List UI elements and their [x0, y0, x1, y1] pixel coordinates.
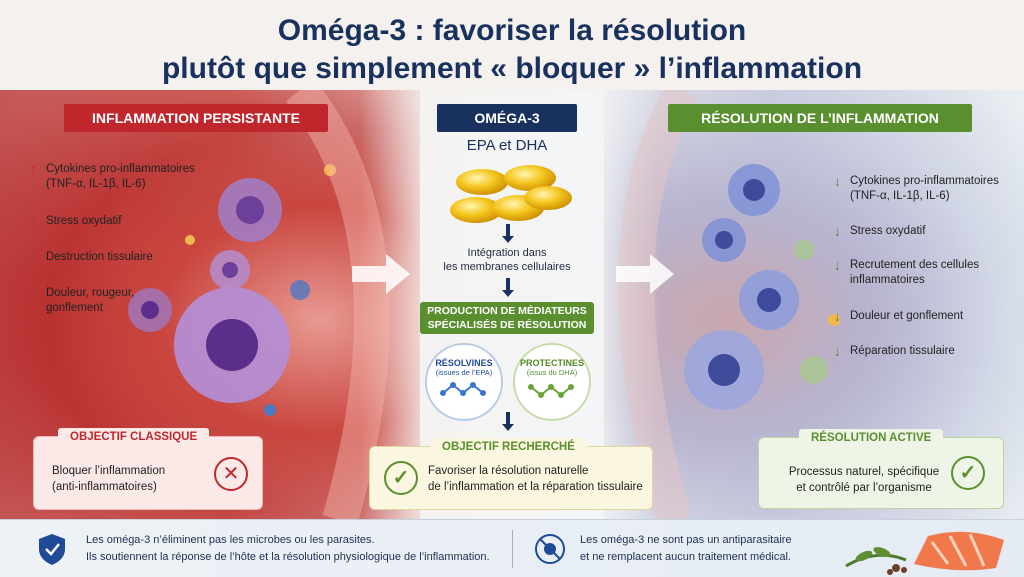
resolution-active-line1: Processus naturel, spécifique — [788, 466, 940, 478]
resolvines-badge: RÉSOLVINES (issues de l’EPA) — [425, 343, 503, 421]
objectif-recherche-tag: OBJECTIF RECHERCHÉ — [430, 438, 587, 456]
molecule-icon — [528, 384, 574, 398]
objectif-classique-text: Bloquer l’inflammation (anti-inflammatoi… — [52, 463, 165, 495]
right-item-3-line2: inflammatoires — [850, 274, 925, 286]
header-resolution: RÉSOLUTION DE L’INFLAMMATION — [668, 104, 972, 132]
protectines-name: PROTECTINES — [519, 358, 584, 368]
production-mediators-banner: PRODUCTION DE MÉDIATEURS SPÉCIALISÉS DE … — [420, 302, 594, 334]
footer-disclaimer-bar: Les oméga-3 n’éliminent pas les microbes… — [0, 519, 1024, 577]
cross-icon: ✕ — [214, 457, 248, 491]
protectines-source: (issus du DHA) — [526, 368, 578, 377]
step1-line1: Intégration dans — [467, 247, 547, 259]
resolvines-source: (issues de l’EPA) — [435, 368, 493, 377]
capsule-icon — [450, 165, 572, 223]
arrow-down-icon: ↓ — [30, 285, 37, 301]
footer-note-1-line2: Ils soutiennent la réponse de l’hôte et … — [86, 551, 490, 563]
right-item-1-line1: Cytokines pro-inflammatoires — [850, 175, 999, 187]
omega3-subtitle: EPA et DHA — [466, 137, 548, 154]
production-line2: SPÉCIALISÉS DE RÉSOLUTION — [427, 319, 587, 331]
right-effects-list: ↓ Cytokines pro-inflammatoires (TNF-α, IL… — [834, 174, 1024, 364]
resolution-active-line2: et contrôlé par l’organisme — [796, 482, 932, 494]
objectif-classique-box: OBJECTIF CLASSIQUE Bloquer l’inflammatio… — [33, 428, 263, 510]
objectif-classique-line2: (anti-inflammatoires) — [52, 481, 157, 493]
footer-note-1-line1: Les oméga-3 n’éliminent pas les microbes… — [86, 534, 375, 546]
arrow-down-icon: ↓ — [834, 223, 841, 239]
arrow-down-icon: ↓ — [834, 343, 841, 359]
title-line2: plutôt que simplement « bloquer » l’infl… — [161, 52, 863, 85]
right-item-4-line1: Douleur et gonflement — [850, 310, 964, 322]
page-title: Oméga-3 : favoriser la résolution plutôt… — [0, 12, 1024, 88]
production-line1: PRODUCTION DE MÉDIATEURS — [427, 305, 587, 317]
footer-note-1: Les oméga-3 n’éliminent pas les microbes… — [86, 532, 490, 566]
objectif-recherche-text: Favoriser la résolution naturelle de l’i… — [428, 463, 643, 495]
resolution-active-text: Processus naturel, spécifique et contrôl… — [779, 464, 949, 496]
check-icon: ✓ — [384, 461, 418, 495]
arrow-up-icon: ↑ — [30, 249, 37, 265]
arrow-down-icon — [502, 224, 514, 243]
shield-icon — [39, 534, 65, 565]
right-item-2-line1: Stress oxydatif — [850, 225, 926, 237]
arrow-down-icon — [502, 412, 514, 431]
arrow-down-icon — [502, 278, 514, 297]
objectif-recherche-line1: Favoriser la résolution naturelle — [428, 465, 589, 477]
left-item-4-line2: gonflement — [46, 302, 103, 314]
arrow-up-icon: ↑ — [30, 213, 37, 229]
objectif-recherche-line2: de l’inflammation et la réparation tissu… — [428, 481, 643, 493]
right-item-1-line2: (TNF-α, IL-1β, IL-6) — [850, 190, 950, 202]
header-inflammation-persistante: INFLAMMATION PERSISTANTE — [64, 104, 328, 132]
right-item-5-line1: Réparation tissulaire — [850, 345, 955, 357]
left-effects-list: ↑ Cytokines pro-inflammatoires (TNF-α, IL… — [30, 162, 250, 322]
arrow-right-icon — [352, 254, 410, 294]
objectif-classique-line1: Bloquer l’inflammation — [52, 465, 166, 477]
right-item-3-line1: Recrutement des cellules — [850, 259, 980, 271]
resolvines-name: RÉSOLVINES — [435, 358, 493, 368]
arrow-up-icon: ↑ — [30, 161, 37, 177]
arrow-down-icon: ↓ — [834, 173, 841, 189]
arrow-down-icon: ↓ — [834, 257, 841, 273]
microbe-icon — [535, 534, 565, 564]
footer-note-2-line1: Les oméga-3 ne sont pas un antiparasitai… — [580, 534, 792, 546]
footer-note-2-line2: et ne remplacent aucun traitement médica… — [580, 551, 791, 563]
objectif-recherche-box: OBJECTIF RECHERCHÉ ✓ Favoriser la résolu… — [369, 438, 653, 510]
footer-note-2: Les oméga-3 ne sont pas un antiparasitai… — [580, 532, 792, 566]
left-item-4-line1: Douleur, rougeur, — [46, 287, 135, 299]
membrane-integration-step: Intégration dans les membranes cellulair… — [420, 246, 594, 274]
left-item-2-line1: Stress oxydatif — [46, 215, 122, 227]
protectines-badge: PROTECTINES (issus du DHA) — [513, 343, 591, 421]
arrow-right-icon — [616, 254, 674, 294]
check-icon: ✓ — [951, 456, 985, 490]
left-item-1-line2: (TNF-α, IL-1β, IL-6) — [46, 178, 146, 190]
title-line1: Oméga-3 : favoriser la résolution — [277, 14, 747, 47]
left-item-3-line1: Destruction tissulaire — [46, 251, 153, 263]
molecule-icon — [440, 382, 486, 396]
salmon-icon — [845, 531, 1004, 575]
footer-divider — [512, 530, 513, 568]
resolution-active-box: RÉSOLUTION ACTIVE Processus naturel, spé… — [758, 429, 1004, 509]
arrow-down-icon: ↓ — [834, 308, 841, 324]
resolution-active-tag: RÉSOLUTION ACTIVE — [799, 429, 944, 447]
step1-line2: les membranes cellulaires — [443, 261, 571, 273]
objectif-classique-tag: OBJECTIF CLASSIQUE — [58, 428, 210, 446]
left-item-1-line1: Cytokines pro-inflammatoires — [46, 163, 195, 175]
header-omega3: OMÉGA-3 — [437, 104, 577, 132]
